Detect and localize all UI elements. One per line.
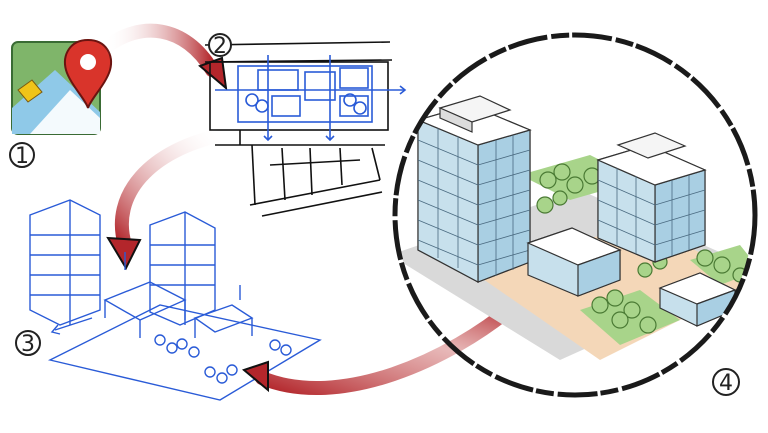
svg-text:4: 4 bbox=[719, 371, 733, 396]
step-2-plan-blueprint bbox=[215, 55, 407, 142]
arrow-1-to-2 bbox=[98, 23, 228, 91]
map-pin-icon bbox=[64, 38, 112, 109]
step-4-rendered-scene bbox=[392, 32, 758, 398]
step-2-number: 2 bbox=[208, 33, 232, 59]
arrow-2-to-3 bbox=[106, 128, 229, 271]
step-3-number: 3 bbox=[15, 330, 41, 357]
left-tower-windows bbox=[417, 128, 531, 276]
svg-text:1: 1 bbox=[15, 144, 29, 169]
right-tower-windows bbox=[597, 168, 706, 256]
step-1-number: 1 bbox=[9, 142, 35, 169]
step-4-number: 4 bbox=[712, 368, 740, 396]
step-4-frame-circle bbox=[392, 32, 758, 398]
step-2-floor-plan-sketch bbox=[204, 41, 393, 217]
pavilion-building bbox=[526, 227, 622, 297]
step-3-wireframe-massing bbox=[29, 199, 322, 401]
svg-text:2: 2 bbox=[213, 34, 227, 59]
svg-text:3: 3 bbox=[21, 332, 35, 357]
step-1-map-icon bbox=[11, 38, 112, 135]
small-building bbox=[658, 272, 737, 327]
